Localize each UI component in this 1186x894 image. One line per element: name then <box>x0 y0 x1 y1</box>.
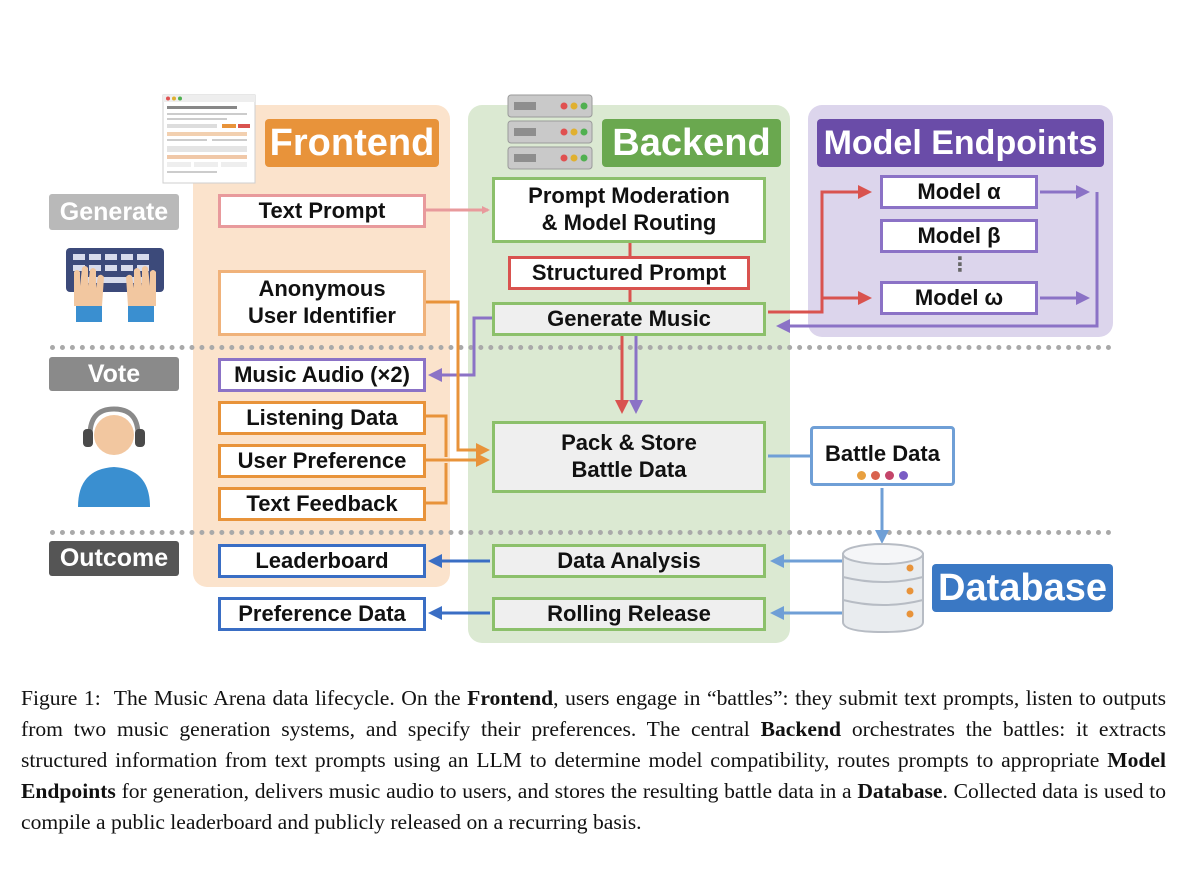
moderation-line1: Prompt Moderation <box>528 183 730 209</box>
generate-music-box: Generate Music <box>492 302 766 336</box>
frontend-screenshot-icon <box>162 94 256 184</box>
dot-red <box>871 470 880 480</box>
arrow-models-to-generate <box>776 192 1099 333</box>
lifecycle-diagram: Frontend Backend Model Endpoints Databas… <box>49 94 1113 643</box>
caption-bold-model-endpoints: Model Endpoints <box>21 748 1167 803</box>
connector-arrows <box>426 185 1099 620</box>
leaderboard-label: Leaderboard <box>255 547 389 573</box>
caption-bold-frontend: Frontend <box>467 686 554 710</box>
line-feedback-to-pack <box>426 463 448 505</box>
model-omega-label: Model ω <box>914 284 1004 310</box>
caption-bold-backend: Backend <box>760 717 841 741</box>
keyboard-hands-icon <box>66 248 164 322</box>
caption-text-3: orchestrates the battles: it extracts st… <box>21 717 1167 772</box>
vote-label: Vote <box>49 357 179 391</box>
user-preference-label: User Preference <box>237 447 407 473</box>
arrow-generate-to-music-audio <box>428 316 492 382</box>
battle-data-box: Battle Data <box>810 426 955 486</box>
dot-orange <box>857 470 866 480</box>
database-title: Database <box>932 564 1113 612</box>
data-analysis-label: Data Analysis <box>557 547 701 573</box>
rolling-release-label: Rolling Release <box>547 600 711 626</box>
model-endpoints-title: Model Endpoints <box>817 119 1104 167</box>
outcome-label: Outcome <box>49 541 179 576</box>
text-prompt-label: Text Prompt <box>258 197 386 223</box>
user-preference-box: User Preference <box>218 444 426 478</box>
listening-data-box: Listening Data <box>218 401 426 435</box>
model-ellipsis: ⋮ <box>950 254 970 276</box>
structured-prompt-label: Structured Prompt <box>531 259 727 285</box>
dot-pink <box>885 470 894 480</box>
model-omega-box: Model ω <box>880 281 1038 315</box>
leaderboard-box: Leaderboard <box>218 544 426 578</box>
caption-figure-number: Figure 1: <box>21 686 101 710</box>
caption-text-2: , users engage in “battles”: they submit… <box>21 686 1166 741</box>
rolling-release-box: Rolling Release <box>492 597 766 631</box>
model-alpha-label: Model α <box>917 178 1001 204</box>
backend-title: Backend <box>602 119 781 167</box>
anonymous-line2: User Identifier <box>248 303 396 328</box>
figure-caption: Figure 1: The Music Arena data lifecycle… <box>21 683 1166 838</box>
separator-line-outcome <box>50 530 1112 535</box>
music-audio-box: Music Audio (×2) <box>218 358 426 392</box>
structured-prompt-box: Structured Prompt <box>508 256 750 290</box>
prompt-moderation-box: Prompt Moderation & Model Routing <box>492 177 766 243</box>
preference-data-box: Preference Data <box>218 597 426 631</box>
anonymous-user-identifier-box: Anonymous User Identifier <box>218 270 426 336</box>
anonymous-line1: Anonymous <box>258 276 386 302</box>
pack-line1: Pack & Store <box>561 430 697 456</box>
caption-text-5: . Collected data is used to compile a pu… <box>21 779 1166 834</box>
moderation-line2: & Model Routing <box>541 210 717 235</box>
battle-data-dots <box>857 470 908 480</box>
arrow-anon-to-pack <box>426 300 490 457</box>
music-audio-label: Music Audio (×2) <box>234 361 410 387</box>
frontend-title: Frontend <box>265 119 439 167</box>
text-feedback-box: Text Feedback <box>218 487 426 521</box>
preference-data-label: Preference Data <box>238 600 406 626</box>
caption-text-1: The Music Arena data lifecycle. On the <box>113 686 461 710</box>
pack-line2: Battle Data <box>571 457 687 482</box>
model-beta-box: Model β <box>880 219 1038 253</box>
battle-data-label: Battle Data <box>825 441 940 466</box>
separator-line-vote <box>50 345 1112 350</box>
generate-music-label: Generate Music <box>547 305 711 331</box>
pack-store-box: Pack & Store Battle Data <box>492 421 766 493</box>
listener-headphones-icon <box>78 406 150 507</box>
model-beta-label: Model β <box>917 222 1001 248</box>
listening-data-label: Listening Data <box>246 404 398 430</box>
text-feedback-label: Text Feedback <box>246 490 398 516</box>
caption-bold-database: Database <box>857 779 943 803</box>
text-prompt-box: Text Prompt <box>218 194 426 228</box>
arrow-generate-to-model-alpha <box>768 185 872 314</box>
model-alpha-box: Model α <box>880 175 1038 209</box>
line-listening-to-pack <box>426 414 448 457</box>
server-rack-icon <box>507 94 593 170</box>
database-cylinder-icon <box>842 543 924 634</box>
caption-text-4: for generation, delivers music audio to … <box>121 779 852 803</box>
data-analysis-box: Data Analysis <box>492 544 766 578</box>
generate-label: Generate <box>49 194 179 230</box>
dot-purple <box>899 470 908 480</box>
